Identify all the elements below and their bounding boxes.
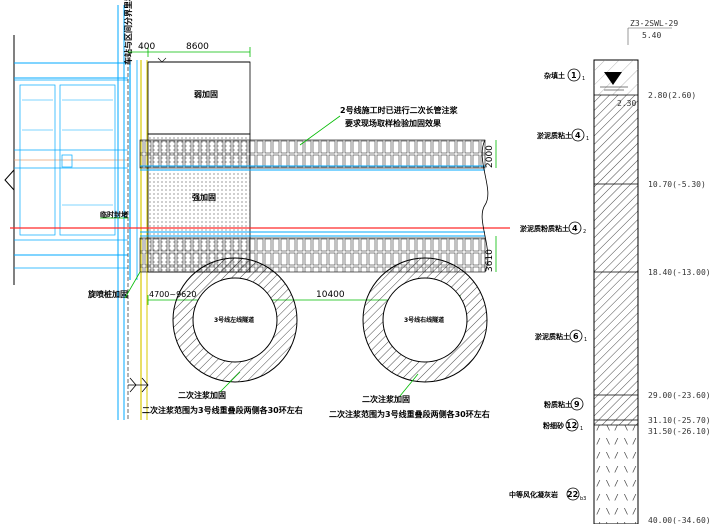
pipe-grouting-band-top xyxy=(139,139,486,171)
layer-code-4: 6 xyxy=(573,332,579,341)
station-structure xyxy=(4,35,128,285)
secondary-title-right: 二次注浆加固 xyxy=(362,394,410,404)
layer-code-2-icon xyxy=(571,128,585,142)
layer-code-6-icon xyxy=(565,418,579,432)
left-annotations: 临时封堵 旋喷桩加固 xyxy=(87,210,141,299)
depth-1: 2.80(2.60) xyxy=(648,91,696,100)
layer-code-3-icon xyxy=(568,221,582,235)
depth-5: 31.10(-25.70) xyxy=(648,416,709,425)
secondary-note-left: 二次注浆加固 二次注浆范围为3号线重叠段两侧各30环左右 xyxy=(142,371,303,415)
water-level-value: 2.30 xyxy=(617,99,636,108)
depth-2: 10.70(-5.30) xyxy=(648,180,706,189)
layer-code-3: 4 xyxy=(572,224,578,233)
dim-400: 400 xyxy=(138,42,155,52)
layer-code-1-icon xyxy=(567,68,581,82)
layer-code-2: 4 xyxy=(575,131,581,140)
tunnel-right: 3号线右线隧道 xyxy=(362,257,488,383)
layer-sub-2: 1 xyxy=(586,136,589,142)
note-line-1: 2号线施工时已进行二次长管注浆 xyxy=(340,105,459,115)
depth-6: 31.50(-26.10) xyxy=(648,427,709,436)
temporary-wall-label: 临时封堵 xyxy=(100,210,128,219)
note-line-2: 要求现场取样检验加固效果 xyxy=(345,118,441,128)
ground-line xyxy=(148,57,250,63)
borehole-header: Z3-2SWL-29 5.40 xyxy=(627,19,678,45)
secondary-title-left: 二次注浆加固 xyxy=(178,390,226,400)
depth-7: 40.00(-34.60) xyxy=(648,516,709,524)
layer-depths: 2.80(2.60) 10.70(-5.30) 18.40(-13.00) 29… xyxy=(648,91,709,524)
layer-code-1: 1 xyxy=(571,71,577,80)
top-dimensions: 400 8600 xyxy=(128,42,251,57)
borehole-elevation: 5.40 xyxy=(642,31,661,40)
layer-name-4: 淤泥质粘土 xyxy=(535,332,570,341)
layer-sub-1: 1 xyxy=(582,76,585,82)
layer-names: 杂填土 1 1 淤泥质粘土 4 1 淤泥质粉质粘土 4 2 淤泥质粘土 6 1 … xyxy=(509,68,589,502)
depth-3: 18.40(-13.00) xyxy=(648,268,709,277)
vertical-boundary-label: 车站与区间分界里程 xyxy=(123,0,133,65)
water-level-icon xyxy=(604,72,622,85)
tunnel-left: 3号线左线隧道 xyxy=(172,257,298,383)
layer-code-7-icon xyxy=(566,487,580,501)
dim-8600: 8600 xyxy=(186,42,209,52)
tunnel-left-label: 3号线左线隧道 xyxy=(214,316,254,324)
layer-code-7: 22 xyxy=(567,490,578,499)
dim-2000: 2000 xyxy=(485,145,495,168)
borehole-column: 2.30 xyxy=(593,59,639,524)
layer-sub-6: 1 xyxy=(580,426,583,432)
layer-sub-3: 2 xyxy=(583,229,586,235)
weak-zone-label: 弱加固 xyxy=(194,89,218,99)
depth-4: 29.00(-23.60) xyxy=(648,391,709,400)
strong-zone-label: 强加固 xyxy=(192,192,216,202)
grouting-note: 2号线施工时已进行二次长管注浆 要求现场取样检验加固效果 xyxy=(299,105,459,146)
layer-code-5-icon xyxy=(570,397,584,411)
borehole-id: Z3-2SWL-29 xyxy=(630,19,678,28)
secondary-note-right: 二次注浆加固 二次注浆范围为3号线重叠段两侧各30环左右 xyxy=(329,373,490,419)
secondary-desc-right: 二次注浆范围为3号线重叠段两侧各30环左右 xyxy=(329,409,490,419)
layer-name-2: 淤泥质粘土 xyxy=(537,131,572,140)
layer-sub-4: 1 xyxy=(584,337,587,343)
dim-range: 4700~9620 xyxy=(149,290,196,299)
dim-3610: 3610 xyxy=(485,249,495,272)
layer-code-5: 9 xyxy=(574,400,580,409)
layer-code-4-icon xyxy=(569,329,583,343)
layer-sub-7: b3 xyxy=(580,496,586,502)
layer-name-5: 粉质粘土 xyxy=(544,400,572,409)
layer-name-1: 杂填土 xyxy=(544,71,565,80)
layer-name-7: 中等风化凝灰岩 xyxy=(509,490,558,499)
dim-10400: 10400 xyxy=(316,290,345,300)
layer-name-3: 淤泥质粉质粘土 xyxy=(520,224,569,233)
jet-grout-label: 旋喷桩加固 xyxy=(87,289,128,299)
layer-code-6: 12 xyxy=(566,421,577,430)
break-line xyxy=(481,139,489,273)
tunnel-right-label: 3号线右线隧道 xyxy=(404,316,444,324)
secondary-desc-left: 二次注浆范围为3号线重叠段两侧各30环左右 xyxy=(142,405,303,415)
right-dimensions: 2000 3610 xyxy=(485,140,497,272)
layer-name-6: 粉细砂 xyxy=(543,421,564,430)
